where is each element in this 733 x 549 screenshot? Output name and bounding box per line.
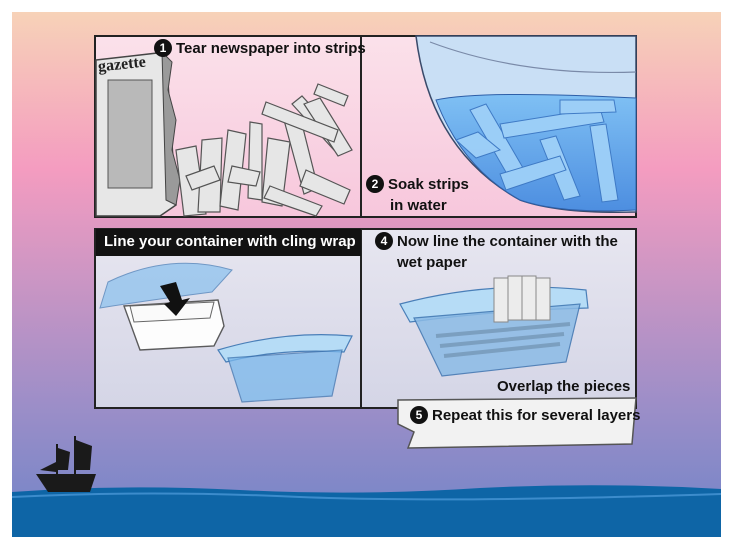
step-4-number: 4 [375,232,393,250]
torn-newspaper-icon [95,50,181,217]
step-2-line-1: Soak strips [388,176,469,193]
step-3-header-bar [96,229,361,256]
paper-strips-icon [175,83,353,217]
container-icon [217,334,353,403]
step-5-text: Repeat this for several layers [432,407,641,424]
step-5-banner [397,397,637,449]
step-2-number: 2 [366,175,384,193]
arrow-down-icon [160,282,190,316]
ship-icon [36,436,96,492]
water-bowl-icon [415,35,637,213]
step-4-line-1: Now line the container with the [397,233,618,250]
step-1-text: Tear newspaper into strips [176,40,366,57]
step-3-text: Line your container with cling wrap [104,233,356,250]
step-2-line-2: in water [390,197,447,214]
step-4-line-2: wet paper [397,254,468,271]
container-icon [399,275,589,377]
step-4-note: Overlap the pieces [497,378,631,395]
step-5-number: 5 [410,406,428,424]
step-1-number: 1 [154,39,172,57]
